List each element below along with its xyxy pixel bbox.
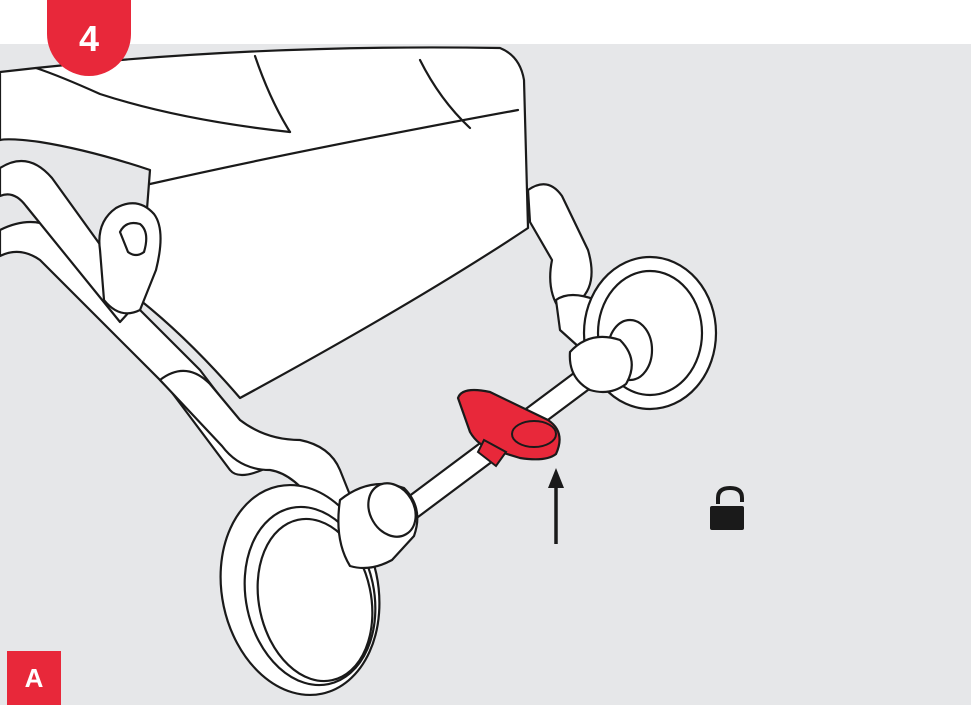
left-clip-hole	[118, 221, 148, 257]
step-number-badge: 4	[47, 0, 131, 76]
left-joint-cuff	[158, 369, 354, 514]
left-wheel-tread	[256, 517, 374, 683]
unlocked-padlock-icon	[710, 485, 744, 530]
stroller-basket	[0, 46, 530, 400]
right-frame-tube	[526, 183, 593, 312]
seat-crease-right	[418, 58, 472, 130]
seat-crease-left	[253, 54, 292, 134]
left-wheel-inner	[243, 505, 377, 687]
brake-pedal-pad	[511, 420, 557, 448]
up-arrow-icon	[548, 468, 564, 544]
right-wheel-inner	[596, 269, 704, 397]
variant-label-tag: A	[7, 651, 61, 705]
seat-edge	[34, 66, 292, 134]
brake-pedal	[456, 388, 561, 468]
left-wheel-mount-cap	[367, 482, 417, 538]
brake-pedal-stem	[476, 438, 508, 468]
right-wheel-mount	[568, 335, 633, 394]
